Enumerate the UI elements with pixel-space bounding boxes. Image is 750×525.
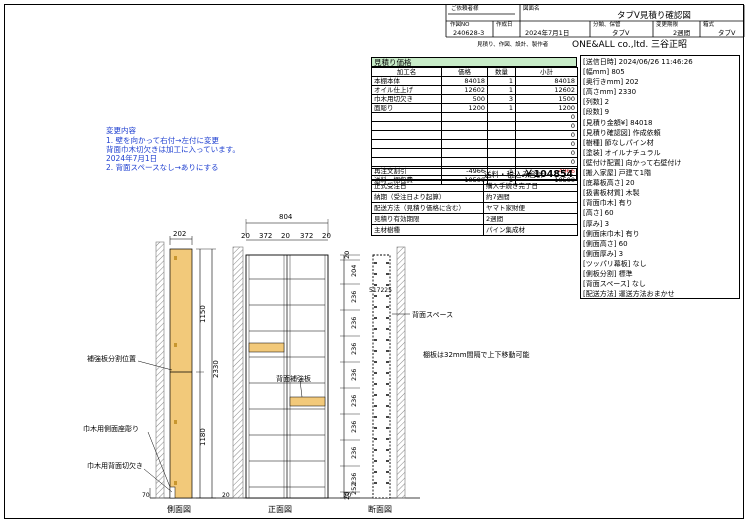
back-brace-right xyxy=(289,396,326,407)
dim-section: 236 xyxy=(350,369,358,381)
notes-title: 変更内容 xyxy=(106,126,136,135)
dim-section: 236 xyxy=(350,291,358,303)
back-brace-left xyxy=(248,342,285,353)
spec-line: [配送方法] 運送方法おまかせ xyxy=(583,290,675,299)
side-view xyxy=(137,236,216,499)
dim-section-top: 517225 xyxy=(369,287,392,294)
callout-back-space: 背面スペース xyxy=(412,310,453,319)
date: 2024年7月1日 xyxy=(525,29,570,37)
spec-line: [壁付け配置] 向かって右壁付け xyxy=(583,158,682,167)
drawing-name: タブV見積り確認図 xyxy=(617,11,691,21)
dim-section: 70 xyxy=(343,491,351,499)
category-label: 分類、保管 xyxy=(593,22,621,28)
dim-front: 20 xyxy=(281,232,290,240)
callout-back-notch: 巾木用背面切欠き xyxy=(87,461,143,470)
notes-line: 背面巾木切欠きは加工に入っています。 xyxy=(106,145,240,154)
dim-width: 804 xyxy=(279,213,293,221)
spec-line: [搬入家屋] 戸建て1階 xyxy=(583,169,652,178)
dim-side-bottom: 70 xyxy=(142,492,150,499)
spec-list: [送信日時] 2024/06/26 11:46:26 [幅mm] 805 [奥行… xyxy=(580,55,740,299)
spec-line: [奥行きmm] 202 xyxy=(583,78,639,87)
dim-side-right: 20 xyxy=(222,492,230,499)
category: タブV xyxy=(612,29,630,37)
dim-section: 236 xyxy=(350,447,358,459)
order-info-table: 正式受注日購入手続き完了日 納期（受注日より起算）約7週間 配送方法（見積り価格… xyxy=(371,180,578,236)
dim-upper: 1150 xyxy=(199,305,207,323)
spec-line: [背面スペース] なし xyxy=(583,280,646,289)
drawing-sheet xyxy=(4,4,744,519)
spec-line: [側面床巾木] 有り xyxy=(583,229,640,238)
spec-line: [ツッパリ幕板] なし xyxy=(583,259,647,268)
spec-line: [段数] 9 xyxy=(583,108,610,117)
notes-line: 2024年7月1日 xyxy=(106,154,158,163)
dim-section: 236 xyxy=(350,473,358,485)
total-row: 送料・税込み合計 ￥104854 xyxy=(371,168,577,180)
date-label: 作成日 xyxy=(496,22,513,28)
company-name: ONE&ALL co.,ltd. 三谷正昭 xyxy=(572,40,688,50)
change-period: 2週間 xyxy=(673,29,691,37)
dim-lower: 1180 xyxy=(199,428,207,446)
dim-depth: 202 xyxy=(173,230,186,238)
box-value: タブV xyxy=(718,29,736,37)
notes-line: 1. 壁を向かって右付→左付に変更 xyxy=(106,136,219,145)
spec-line: [扱書板材質] 木製 xyxy=(583,189,640,198)
spec-line: [樹種] 節なしパイン材 xyxy=(583,138,654,147)
estimate-title: 見積り価格 xyxy=(371,57,577,67)
callout-side-groove: 巾木用側面座彫り xyxy=(83,424,139,433)
role-text: 見積り、作図、設計、製作者 xyxy=(477,42,549,48)
box-label: 箱式 xyxy=(703,22,715,28)
section-view-label: 断面図 xyxy=(368,504,392,514)
drawing-name-label: 図面名 xyxy=(523,6,540,12)
spec-line: [背面巾木] 有り xyxy=(583,199,633,208)
dim-section: 20 xyxy=(343,251,351,259)
front-view-label: 正面図 xyxy=(268,505,292,514)
spec-line: [厚み] 3 xyxy=(583,219,610,228)
spec-line: [高さ] 60 xyxy=(583,209,614,218)
spec-line: [送信日時] 2024/06/26 11:46:26 xyxy=(583,58,693,66)
dim-front: 372 xyxy=(300,232,313,240)
spec-line: [幅mm] 805 xyxy=(583,68,625,77)
dim-section: 252 xyxy=(350,483,358,495)
table-row: 主材樹種パイン集成材 xyxy=(371,224,578,236)
estimate-header-row: 加工名 価格 数量 小計 xyxy=(371,67,578,77)
dim-section: 236 xyxy=(350,395,358,407)
front-view xyxy=(232,219,329,499)
dim-section: 204 xyxy=(350,265,358,277)
spec-line: [塗装] オイルナチュラル xyxy=(583,148,661,157)
spec-line: [底幕板高さ] 20 xyxy=(583,179,635,188)
side-view-label: 側面図 xyxy=(167,504,191,514)
change-period-label: 変更期限 xyxy=(656,22,679,28)
dim-front: 372 xyxy=(259,232,272,240)
dim-front: 20 xyxy=(322,232,331,240)
total-label: 送料・税込み合計 xyxy=(484,170,544,179)
spec-line: [見積り確認図] 作成依頼 xyxy=(583,128,661,137)
shelf-note: 棚板は32mm間隔で上下移動可能 xyxy=(423,350,530,359)
dim-section: 236 xyxy=(350,343,358,355)
section-view xyxy=(340,246,410,499)
spec-line: [見積り金額¥] 84018 xyxy=(583,118,653,127)
info-value: パイン集成材 xyxy=(483,224,578,236)
spec-line: [列数] 2 xyxy=(583,98,610,107)
dim-section: 20 xyxy=(343,492,351,500)
total-amount: ￥104854 xyxy=(524,169,574,180)
notes-line: 2. 背面スペースなし→ありにする xyxy=(106,163,219,172)
dim-height: 2330 xyxy=(212,360,220,378)
dim-section: 236 xyxy=(350,317,358,329)
dim-front: 20 xyxy=(241,232,250,240)
spec-line: [側板分割] 標準 xyxy=(583,269,633,278)
callout-back-brace: 背面補強板 xyxy=(276,374,311,383)
order-no-label: 作図NO xyxy=(450,22,470,28)
spec-line: [高さmm] 2330 xyxy=(583,88,637,97)
order-no: 240628-3 xyxy=(453,29,485,37)
dim-section: 236 xyxy=(350,421,358,433)
info-key: 主材樹種 xyxy=(371,224,484,236)
customer-label: ご依頼者様 xyxy=(451,6,479,12)
title-block-grid xyxy=(445,5,745,38)
spec-line: [側面高さ] 60 xyxy=(583,239,628,248)
spec-line: [側面厚み] 3 xyxy=(583,249,624,258)
callout-divider: 補強板分割位置 xyxy=(87,354,136,363)
